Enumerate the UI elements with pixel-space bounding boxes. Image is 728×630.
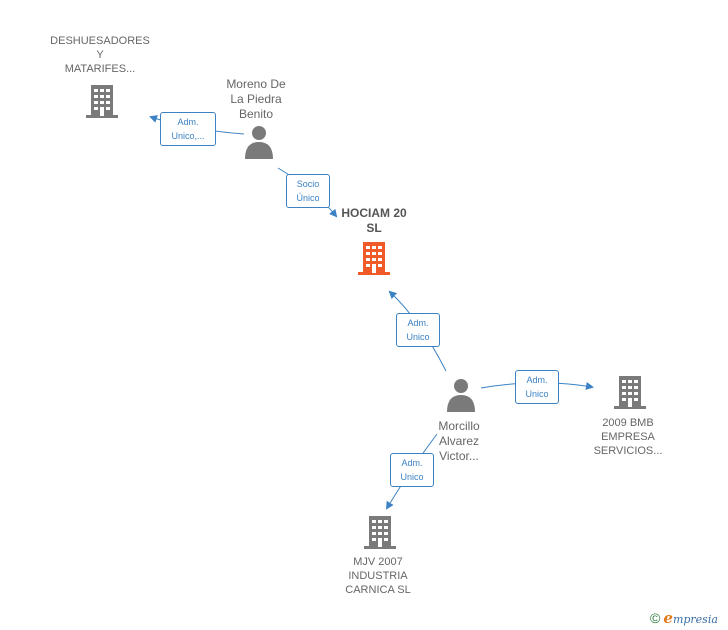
copyright-symbol: © [650, 610, 661, 626]
person-icon [245, 126, 273, 159]
node-label-hociam[interactable]: HOCIAM 20 SL [341, 206, 407, 235]
building-icon [358, 242, 390, 275]
empresia-logo: empresia [663, 609, 718, 627]
building-icon [364, 516, 396, 549]
edge-label-moreno-hociam: Socio Único [286, 174, 330, 208]
building-icon [614, 376, 646, 409]
edge-label-morcillo-bmb: Adm. Unico [515, 370, 559, 404]
node-label-mjv[interactable]: MJV 2007 INDUSTRIA CARNICA SL [345, 556, 411, 596]
node-label-deshuesadores[interactable]: DESHUESADORES Y MATARIFES... [50, 35, 150, 75]
person-icon [447, 379, 475, 412]
edge-label-morcillo-mjv: Adm. Unico [390, 453, 434, 487]
node-label-morcillo[interactable]: Morcillo Alvarez Victor... [438, 419, 480, 463]
node-label-bmb[interactable]: 2009 BMB EMPRESA SERVICIOS... [593, 417, 663, 457]
building-icon [86, 85, 118, 118]
node-label-moreno[interactable]: Moreno De La Piedra Benito [226, 77, 286, 121]
edge-label-morcillo-hociam: Adm. Unico [396, 313, 440, 347]
edge-label-moreno-deshuesadores: Adm. Unico,... [160, 112, 216, 146]
empresia-watermark: © empresia [650, 609, 718, 627]
